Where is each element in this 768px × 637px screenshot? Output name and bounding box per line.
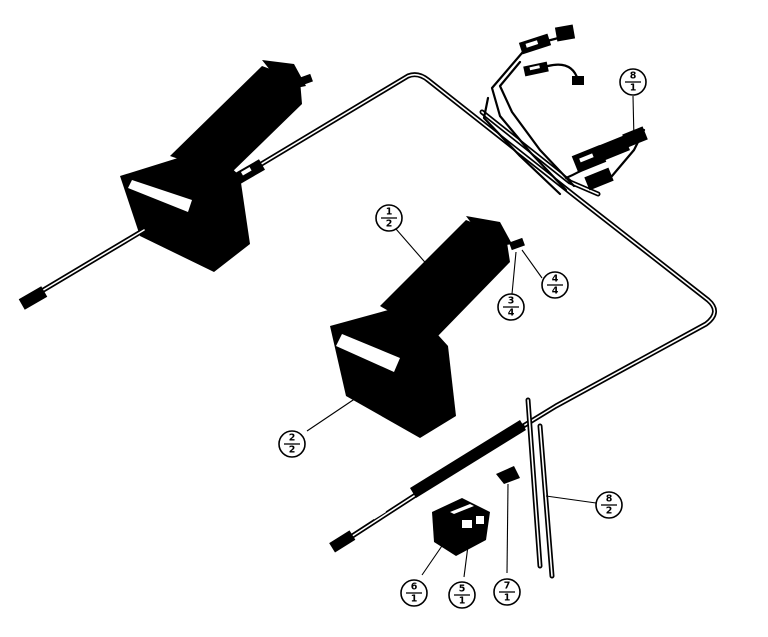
upper-connector-branch <box>482 24 584 196</box>
callout-2-2: 2 2 <box>278 430 306 458</box>
leader-lines <box>306 95 635 578</box>
connector-plug-c <box>523 61 549 77</box>
callout-4-4-bottom: 4 <box>552 286 559 297</box>
connector-cluster <box>564 126 648 191</box>
callout-3-4-top: 3 <box>508 296 515 307</box>
callout-4-4-top: 4 <box>552 274 559 285</box>
vertical-rods <box>525 397 555 579</box>
callout-4-4: 4 4 <box>541 271 569 299</box>
callout-7-1: 7 1 <box>493 578 521 606</box>
callout-3-4: 3 4 <box>497 293 525 321</box>
callout-1-2-top: 1 <box>386 207 393 218</box>
switch-box <box>432 498 490 556</box>
connector-terminal <box>572 76 584 85</box>
callout-6-1-bottom: 1 <box>411 594 418 605</box>
callout-8-1-bottom: 1 <box>630 83 637 94</box>
connector-plug-a <box>518 33 552 55</box>
callout-8-2-top: 8 <box>606 494 613 505</box>
callout-1-2: 1 2 <box>375 204 403 232</box>
callout-8-2-bottom: 2 <box>606 506 613 517</box>
callout-7-1-bottom: 1 <box>504 593 511 604</box>
light-upper-cable <box>18 227 147 310</box>
light-assembly-center <box>330 216 525 438</box>
small-plug <box>496 466 520 484</box>
callout-5-1-bottom: 1 <box>459 596 466 607</box>
callout-5-1: 5 1 <box>448 581 476 609</box>
callout-8-1-top: 8 <box>630 71 637 82</box>
callout-6-1: 6 1 <box>400 579 428 607</box>
callout-2-2-top: 2 <box>289 433 296 444</box>
lower-harness <box>329 420 526 553</box>
callout-1-2-bottom: 2 <box>386 219 393 230</box>
callout-8-2: 8 2 <box>595 491 623 519</box>
callout-3-4-bottom: 4 <box>508 308 515 319</box>
callout-8-1: 8 1 <box>619 68 647 96</box>
callout-6-1-top: 6 <box>411 582 418 593</box>
connector-plug-b <box>554 24 576 42</box>
light-assembly-upper <box>120 60 313 272</box>
callout-2-2-bottom: 2 <box>289 445 296 456</box>
callout-5-1-top: 5 <box>459 584 466 595</box>
callout-7-1-top: 7 <box>504 581 511 592</box>
